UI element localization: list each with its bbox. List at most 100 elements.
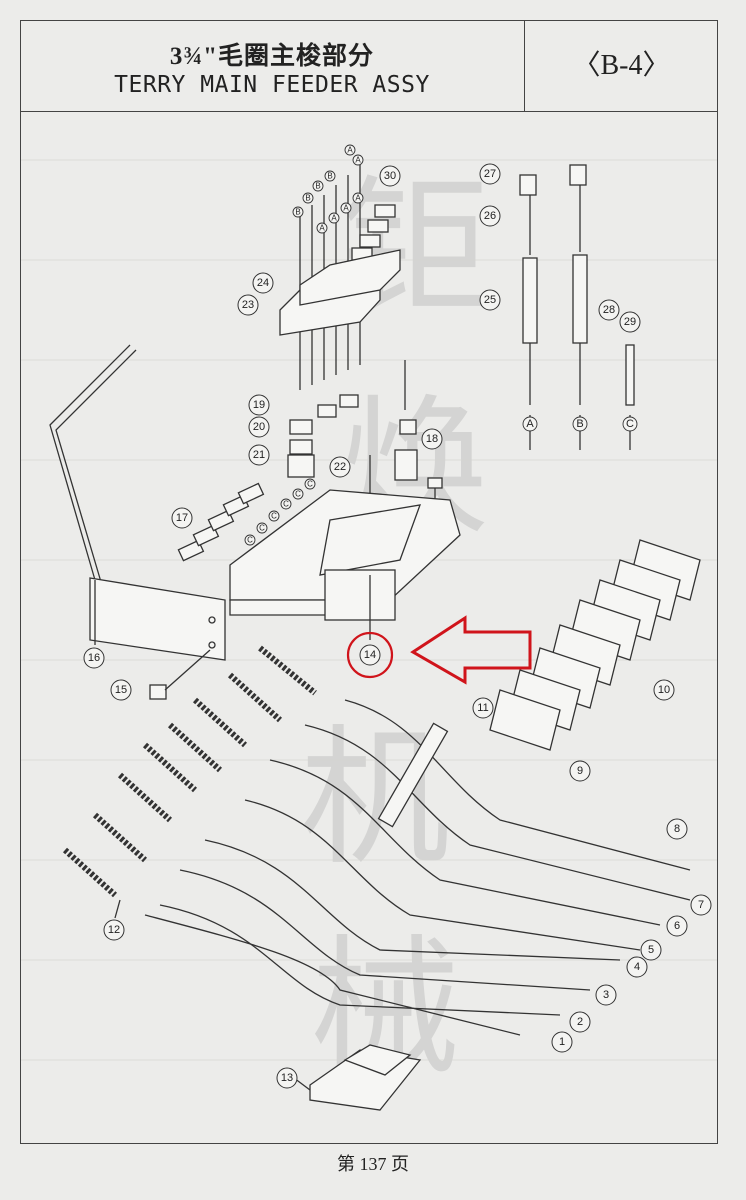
callout-24: 24	[252, 272, 274, 294]
bracket-13	[309, 1044, 422, 1111]
svg-text:B: B	[315, 182, 320, 191]
callout-label: 15	[115, 684, 127, 696]
callout-label: 12	[108, 924, 120, 936]
upper-screw-rack	[279, 165, 443, 580]
callout-label: 20	[253, 421, 265, 433]
page-number: 第 137 页	[337, 1154, 409, 1174]
callout-label: 19	[253, 399, 265, 411]
letter-tag: B	[324, 170, 336, 182]
callout-19: 19	[248, 394, 270, 416]
letter-tag: A	[316, 222, 328, 234]
callout-22: 22	[329, 456, 351, 478]
callout-12: 12	[103, 919, 125, 941]
finger-plates-10	[489, 539, 701, 751]
letter-tag: C	[622, 416, 638, 432]
callout-label: 11	[477, 702, 488, 714]
callout-label: 30	[384, 170, 396, 182]
callout-label: 25	[484, 294, 496, 306]
title-box: 3¾"毛圈主梭部分 TERRY MAIN FEEDER ASSY	[20, 20, 525, 112]
svg-text:A: A	[319, 224, 325, 233]
callout-label: 10	[658, 684, 670, 696]
callout-label: 6	[674, 920, 680, 932]
svg-text:A: A	[347, 146, 353, 155]
letter-tag: A	[340, 202, 352, 214]
svg-text:B: B	[327, 172, 332, 181]
svg-text:C: C	[283, 500, 289, 509]
callout-25: 25	[479, 289, 501, 311]
letter-tag: C	[280, 498, 292, 510]
callout-29: 29	[619, 311, 641, 333]
callout-14: 14	[359, 644, 381, 666]
letter-tag: B	[302, 192, 314, 204]
callout-26: 26	[479, 205, 501, 227]
letter-tag: C	[256, 522, 268, 534]
callout-label: 5	[648, 944, 654, 956]
highlight-circle	[346, 631, 394, 679]
callout-16: 16	[83, 647, 105, 669]
callout-label: 7	[698, 899, 704, 911]
callout-label: 4	[634, 961, 640, 973]
callout-label: 2	[577, 1016, 583, 1028]
callout-30: 30	[379, 165, 401, 187]
feeder-arms	[144, 699, 691, 1036]
callout-label: 1	[559, 1036, 565, 1048]
page-title-cn: 3¾"毛圈主梭部分	[169, 43, 375, 70]
letter-tag: C	[304, 478, 316, 490]
callout-21: 21	[248, 444, 270, 466]
callout-2: 2	[569, 1011, 591, 1033]
callouts: 1234567891011121314151617181920212223242…	[83, 163, 712, 1089]
letter-tag: A	[522, 416, 538, 432]
svg-text:A: A	[355, 194, 361, 203]
letter-tag: C	[244, 534, 256, 546]
highlight-arrow-icon	[410, 615, 532, 685]
svg-text:A: A	[331, 214, 337, 223]
svg-text:A: A	[526, 418, 534, 430]
svg-text:B: B	[295, 208, 300, 217]
callout-23: 23	[237, 294, 259, 316]
callout-3: 3	[595, 984, 617, 1006]
svg-text:A: A	[355, 156, 361, 165]
callout-label: 3	[603, 989, 609, 1001]
svg-text:C: C	[307, 480, 313, 489]
callout-label: 29	[624, 316, 636, 328]
callout-4: 4	[626, 956, 648, 978]
main-body-block	[177, 482, 461, 621]
callout-8: 8	[666, 818, 688, 840]
callout-label: 13	[281, 1072, 293, 1084]
svg-text:C: C	[247, 536, 253, 545]
callout-label: 9	[577, 765, 583, 777]
callout-10: 10	[653, 679, 675, 701]
callout-label: 26	[484, 210, 496, 222]
page-frame	[20, 20, 718, 1144]
callout-label: 18	[426, 433, 438, 445]
callout-11: 11	[472, 697, 494, 719]
callout-label: 17	[176, 512, 188, 524]
callout-label: 23	[242, 299, 254, 311]
callout-13: 13	[276, 1067, 298, 1089]
callout-18: 18	[421, 428, 443, 450]
callout-label: 22	[334, 461, 346, 473]
callout-6: 6	[666, 915, 688, 937]
letter-tag: A	[344, 144, 356, 156]
svg-text:C: C	[271, 512, 277, 521]
callout-label: 28	[603, 304, 615, 316]
letter-tag: A	[352, 154, 364, 166]
callout-label: 27	[484, 168, 496, 180]
svg-text:C: C	[626, 418, 634, 430]
svg-text:A: A	[343, 204, 349, 213]
svg-text:B: B	[576, 418, 583, 430]
letter-tag: B	[292, 206, 304, 218]
svg-text:C: C	[259, 524, 265, 533]
callout-label: 8	[674, 823, 680, 835]
callout-label: 14	[364, 649, 376, 661]
letter-tag: A	[352, 192, 364, 204]
highlight	[346, 615, 532, 685]
callout-5: 5	[640, 939, 662, 961]
letter-tag: C	[268, 510, 280, 522]
callout-7: 7	[690, 894, 712, 916]
letter-tag: B	[312, 180, 324, 192]
callout-9: 9	[569, 760, 591, 782]
